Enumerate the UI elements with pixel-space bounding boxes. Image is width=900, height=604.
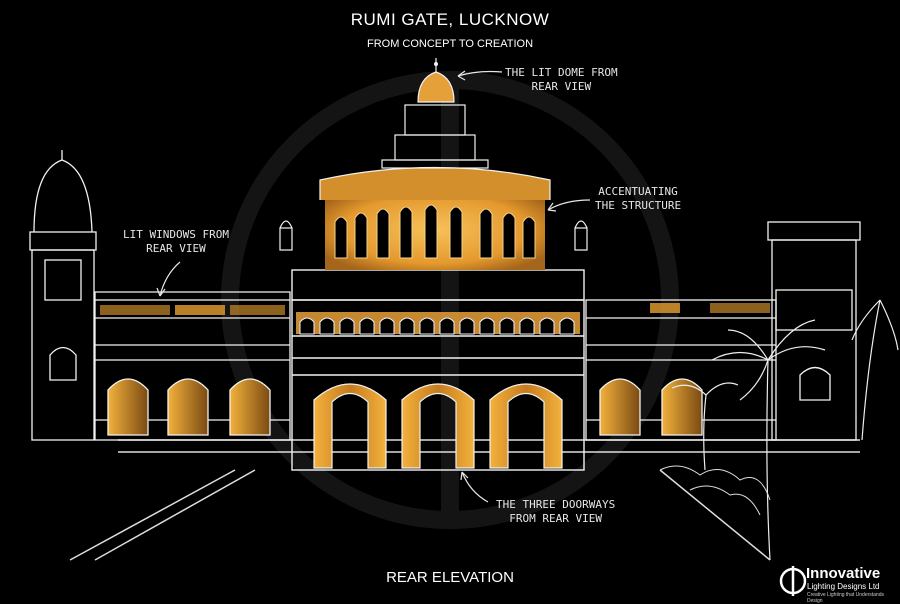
left-wing-windows	[100, 305, 285, 315]
annotation-dome: THE LIT DOME FROM REAR VIEW	[505, 66, 618, 93]
palm-trees	[671, 299, 899, 561]
lit-dome	[417, 58, 455, 103]
annotation-windows: LIT WINDOWS FROM REAR VIEW	[123, 228, 229, 255]
arrow-doorways	[461, 471, 489, 503]
logo-name: Innovative	[806, 565, 881, 582]
arrow-windows	[159, 261, 181, 297]
logo-tagline: Creative Lighting that Understands Desig…	[807, 592, 884, 604]
page-title: RUMI GATE, LUCKNOW	[350, 10, 550, 29]
right-wing-arches	[599, 378, 703, 436]
doorway-center	[401, 383, 475, 469]
upper-kiosk	[381, 104, 489, 169]
left-tower	[29, 150, 97, 441]
right-wing-windows	[650, 303, 770, 313]
doorway-right	[489, 383, 563, 469]
logo-subname: Lighting Designs Ltd	[807, 582, 880, 591]
shrubs	[659, 465, 771, 516]
arrow-structure	[547, 199, 591, 211]
annotation-arrows	[156, 70, 591, 503]
elevation-caption: REAR ELEVATION	[386, 569, 514, 586]
arrow-dome	[457, 70, 503, 77]
left-wing-arches	[107, 378, 271, 436]
lit-drum	[319, 166, 551, 270]
pinnacles	[279, 220, 588, 251]
central-gate	[291, 269, 585, 471]
right-tower	[767, 221, 861, 441]
company-logo: Innovative Lighting Designs Ltd Creative…	[781, 565, 899, 604]
three-doorways	[313, 383, 563, 469]
page-subtitle: FROM CONCEPT TO CREATION	[366, 38, 534, 50]
logo-mark	[779, 566, 807, 596]
annotation-structure: ACCENTUATING THE STRUCTURE	[595, 185, 682, 212]
central-upper-arches	[296, 312, 580, 335]
doorway-left	[313, 383, 387, 469]
annotation-doorways: THE THREE DOORWAYS FROM REAR VIEW	[496, 498, 616, 525]
